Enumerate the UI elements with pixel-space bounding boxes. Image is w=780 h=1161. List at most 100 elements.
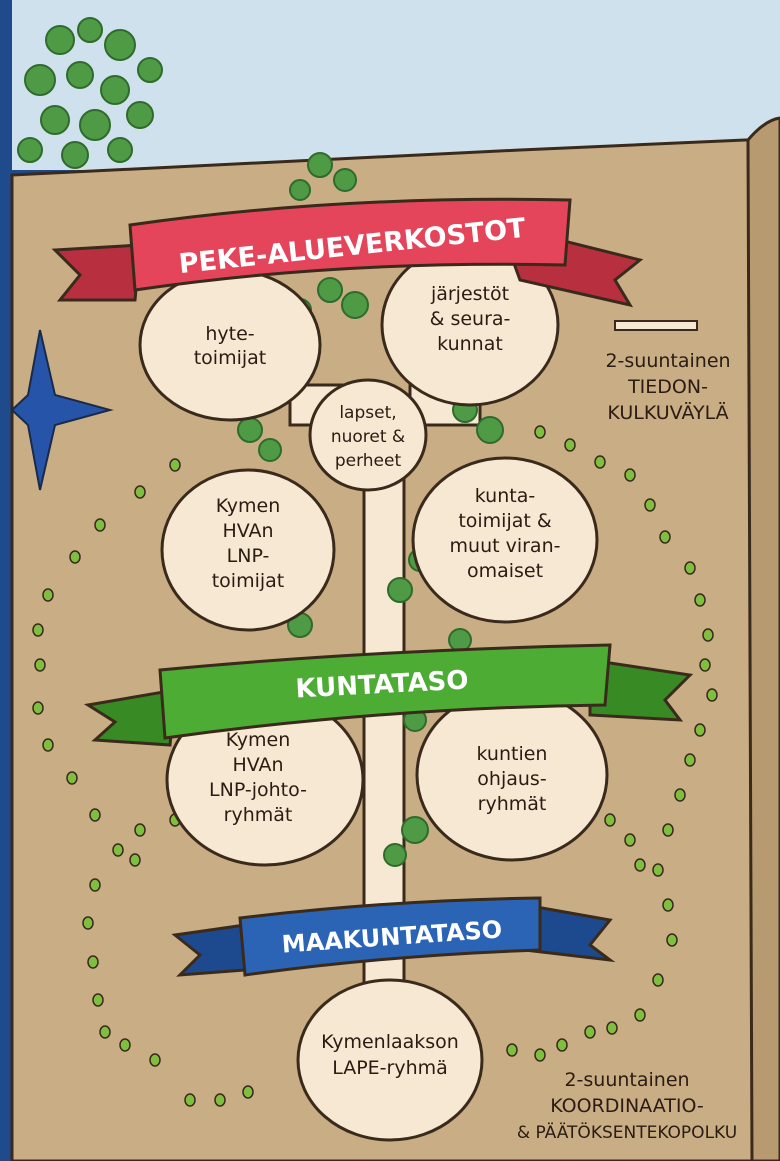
path-dot [652,973,664,987]
path-dot [82,916,94,930]
path-dot [134,485,146,499]
path-dot [42,738,54,752]
path-dot [694,593,706,607]
bubble-kuntatoimijat-line-4: omaiset [467,560,543,582]
legend-line [614,320,698,331]
path-dot [214,1093,226,1107]
bubble-johtoryhmat-line-3: LNP-johto- [209,779,307,801]
path-dot [129,853,141,867]
path-dot [184,1093,196,1107]
bubble-lapset-line-2: nuoret & [331,427,405,447]
path-dot [89,808,101,822]
bubble-lapset-line-3: perheet [335,451,402,471]
path-dot [699,658,711,672]
legend-tiedon-line-2: TIEDON- [627,376,708,398]
bubble-ohjausryhmat-line-3: ryhmät [478,793,547,815]
bubble-kymen-hva-line-2: HVAn [222,520,273,542]
path-dot [659,530,671,544]
bubble-ohjausryhmat-line-2: ohjaus- [477,768,546,790]
path-dot [594,455,606,469]
path-dot [634,858,646,872]
bubble-lapset: lapset, nuoret & perheet [308,378,428,492]
tree-foliage [17,17,163,169]
path-dot [606,1021,618,1035]
path-dot [644,498,656,512]
path-dot [32,623,44,637]
path-dot [149,1053,161,1067]
bubble-hyte: hyte- toimijat [138,268,322,422]
path-dot [169,458,181,472]
path-dot [534,1048,546,1062]
path-dot [112,843,124,857]
bubble-johtoryhmat-line-1: Kymen [226,729,291,751]
path-dot [99,1025,111,1039]
ribbon-maakunta: MAAKUNTATASO [171,896,616,977]
path-dot [652,863,664,877]
path-dot [89,878,101,892]
path-dot [604,813,616,827]
path-dot [119,1038,131,1052]
path-dot [506,1043,518,1057]
path-dot [42,588,54,602]
path-dot [624,833,636,847]
path-dot [94,518,106,532]
path-dot [674,788,686,802]
bubble-kuntatoimijat: kunta- toimijat & muut viran- omaiset [411,456,599,624]
path-dot [32,701,44,715]
ribbon-peke: PEKE-ALUEVERKOSTOT [51,197,644,308]
bubble-kuntatoimijat-line-2: toimijat & [458,510,552,532]
legend-tiedon-line-3: KULKUVÄYLÄ [607,401,728,424]
path-dot [534,425,546,439]
path-dot [694,723,706,737]
path-dot [666,933,678,947]
path-dot [624,468,636,482]
bubble-jarjestot: järjestöt & seura- kunnat [380,243,560,407]
sky-background [12,0,780,170]
dotted-path [32,425,718,1107]
bubble-kymen-hva-line-1: Kymen [216,495,281,517]
bubble-lape-line-2: LAPE-ryhmä [332,1057,448,1079]
bubble-ohjausryhmat-line-1: kuntien [477,743,548,765]
path-dot [702,628,714,642]
bubble-kuntatoimijat-line-1: kunta- [475,485,535,507]
path-dot [92,993,104,1007]
bubble-kymen-hva-line-3: LNP- [227,545,270,567]
bubble-lapset-line-1: lapset, [339,403,396,423]
path-dot [556,1038,568,1052]
bubble-hyte-line-2: toimijat [194,347,267,369]
path-dot [564,438,576,452]
path-dot [584,1025,596,1039]
bubble-johtoryhmat-line-4: ryhmät [224,804,293,826]
path-dot [684,753,696,767]
compass-star-icon [10,329,114,491]
path-dot [87,955,99,969]
bubble-ohjausryhmat: kuntien ohjaus- ryhmät [415,688,609,862]
path-dot [34,658,46,672]
legend-koordinaatio-line-3: & PÄÄTÖKSENTEKOPOLKU [517,1121,737,1143]
legend-koordinaatio-line-1: 2-suuntainen [564,1069,689,1091]
path-dot [684,561,696,575]
bubble-kuntatoimijat-line-3: muut viran- [450,535,561,557]
bubble-jarjestot-line-3: kunnat [437,333,503,355]
bubble-kymen-hva-line-4: toimijat [212,570,285,592]
legend-koordinaatio-line-2: KOORDINAATIO- [550,1095,704,1117]
legend-tiedon-line-1: 2-suuntainen [605,350,730,372]
path-dot [634,1008,646,1022]
path-dot [134,823,146,837]
bubble-hyte-line-1: hyte- [205,323,254,345]
bubble-jarjestot-line-1: järjestöt [430,283,509,305]
path-dot [662,898,674,912]
legend-koordinaatio: 2-suuntainen KOORDINAATIO- & PÄÄTÖKSENTE… [517,1069,737,1143]
path-dot [242,1085,254,1099]
path-dot [662,823,674,837]
ribbon-kunta: KUNTATASO [83,643,694,747]
bubble-lape: Kymenlaakson LAPE-ryhmä [296,978,484,1142]
path-dot [706,688,718,702]
book-right-page [746,116,780,1161]
path-dot [69,550,81,564]
bubble-johtoryhmat-line-2: HVAn [232,754,283,776]
bubble-jarjestot-line-2: & seura- [430,308,511,330]
path-dot [66,771,78,785]
legend-tiedon: 2-suuntainen TIEDON- KULKUVÄYLÄ [605,350,730,424]
